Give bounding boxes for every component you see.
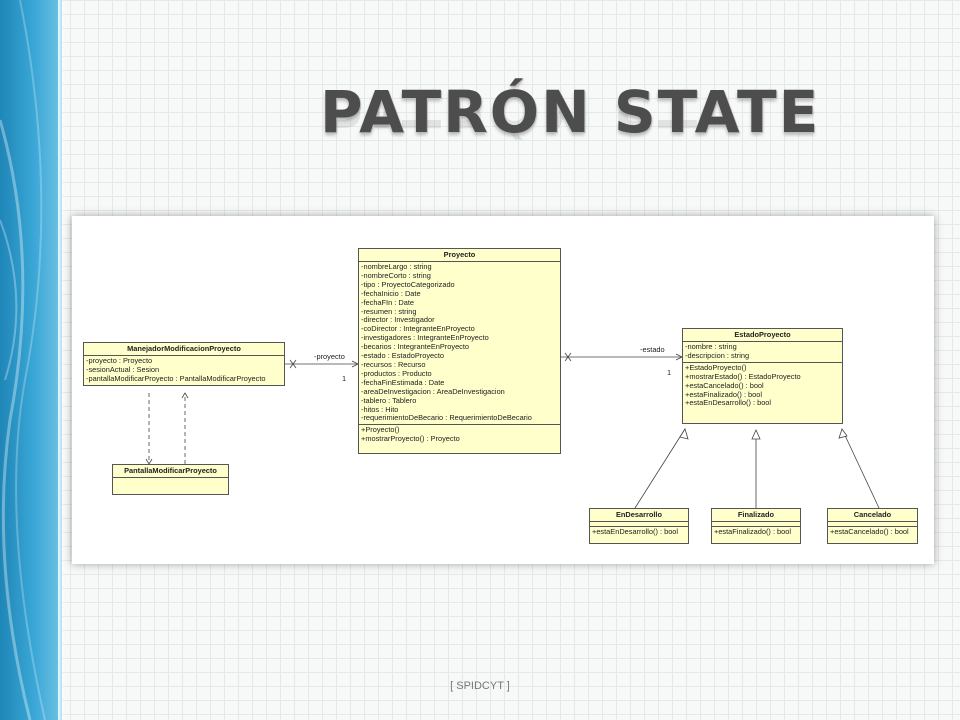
multiplicity-proyecto: 1 — [342, 374, 347, 383]
attributes-section: -nombreLargo : string -nombreCorto : str… — [359, 262, 560, 426]
attribute: -nombreCorto : string — [361, 270, 431, 280]
method: +estaCancelado() : bool — [685, 380, 764, 390]
attributes-section — [590, 522, 688, 527]
attribute: -estado : EstadoProyecto — [361, 351, 444, 361]
sidebar-highlight — [58, 0, 66, 720]
attribute: -tablero : Tablero — [361, 395, 417, 405]
role-label-proyecto: -proyecto — [314, 352, 345, 361]
attribute: -resumen : string — [361, 306, 417, 316]
class-pantalla-modificar-proyecto: PantallaModificarProyecto — [112, 464, 229, 495]
attribute: -descripcion : string — [685, 350, 750, 360]
method: +estaFinalizado() : bool — [714, 527, 792, 536]
class-en-desarrollo: EnDesarrollo +estaEnDesarrollo() : bool — [589, 508, 689, 544]
attribute: -tipo : ProyectoCategorizado — [361, 279, 455, 289]
class-name: Proyecto — [359, 249, 560, 262]
generalization-triangle-1 — [679, 428, 689, 440]
class-cancelado: Cancelado +estaCancelado() : bool — [827, 508, 918, 544]
attribute: -fechaFinEstimada : Date — [361, 377, 445, 387]
attributes-section — [712, 522, 800, 527]
class-name: PantallaModificarProyecto — [113, 465, 228, 478]
attribute: -investigadores : IntegranteEnProyecto — [361, 333, 489, 343]
attribute: -productos : Producto — [361, 368, 432, 378]
dependency-up-arrow — [181, 392, 189, 399]
attribute: -areaDeInvestigacion : AreaDeInvestigaci… — [361, 386, 505, 396]
attribute: -hitos : Hito — [361, 404, 399, 414]
slide-title: PATRÓN STATE — [320, 78, 821, 146]
method: +estaEnDesarrollo() : bool — [592, 527, 679, 536]
attribute: -sesionActual : Sesion — [86, 364, 160, 374]
methods-section: +Proyecto() +mostrarProyecto() : Proyect… — [359, 425, 560, 453]
method: +mostrarProyecto() : Proyecto — [361, 434, 460, 444]
generalization-triangle-2 — [751, 429, 761, 440]
role-label-estado: -estado — [640, 345, 665, 354]
generalization-endesarrollo — [634, 428, 686, 509]
attribute: -recursos : Recurso — [361, 359, 426, 369]
attribute: -fechaInicio : Date — [361, 288, 421, 298]
attribute: -pantallaModificarProyecto : PantallaMod… — [86, 373, 266, 383]
method: +estaFinalizado() : bool — [685, 389, 763, 399]
attributes-section: -nombre : string -descripcion : string — [683, 342, 842, 363]
association-x-mark-2 — [564, 352, 572, 362]
class-name: ManejadorModificacionProyecto — [84, 343, 284, 356]
attribute: -coDirector : IntegranteEnProyecto — [361, 324, 475, 334]
methods-section: +estaCancelado() : bool — [828, 527, 917, 543]
class-finalizado: Finalizado +estaFinalizado() : bool — [711, 508, 801, 544]
class-manejador-modificacion-proyecto: ManejadorModificacionProyecto -proyecto … — [83, 342, 285, 386]
method: +mostrarEstado() : EstadoProyecto — [685, 371, 801, 381]
generalization-triangle-3 — [838, 428, 848, 439]
methods-section: +estaFinalizado() : bool — [712, 527, 800, 543]
generalization-cancelado — [841, 428, 880, 509]
method: +estaCancelado() : bool — [830, 527, 909, 536]
slide-title-reflection: PATRÓN STATE — [320, 110, 700, 140]
attributes-section — [828, 522, 917, 527]
class-name: EnDesarrollo — [590, 509, 688, 522]
method: +Proyecto() — [361, 425, 400, 435]
sidebar-swoosh — [0, 0, 46, 720]
attribute: -director : Investigador — [361, 315, 435, 325]
footer-text: [ SPIDCYT ] — [450, 680, 510, 692]
sidebar-decoration — [0, 0, 62, 720]
methods-section: +estaEnDesarrollo() : bool — [590, 527, 688, 543]
uml-diagram-panel: -proyecto 1 -estado 1 ManejadorModificac… — [72, 216, 934, 564]
uml-connectors — [145, 352, 880, 509]
attribute: -requerimientoDeBecario : RequerimientoD… — [361, 413, 532, 423]
class-name: EstadoProyecto — [683, 329, 842, 342]
attribute: -nombreLargo : string — [361, 262, 432, 271]
association-x-mark — [289, 359, 297, 369]
attributes-section: -proyecto : Proyecto -sesionActual : Ses… — [84, 356, 284, 385]
method: +estaEnDesarrollo() : bool — [685, 398, 772, 408]
attribute: -fechaFIn : Date — [361, 297, 414, 307]
method: +EstadoProyecto() — [685, 362, 747, 372]
attribute: -proyecto : Proyecto — [86, 356, 153, 365]
class-estado-proyecto: EstadoProyecto -nombre : string -descrip… — [682, 328, 843, 424]
class-name: Cancelado — [828, 509, 917, 522]
attribute: -nombre : string — [685, 342, 737, 351]
class-name: Finalizado — [712, 509, 800, 522]
class-proyecto: Proyecto -nombreLargo : string -nombreCo… — [358, 248, 561, 455]
multiplicity-estado: 1 — [667, 368, 672, 377]
methods-section: +EstadoProyecto() +mostrarEstado() : Est… — [683, 363, 842, 423]
attribute: -becarios : IntegranteEnProyecto — [361, 342, 470, 352]
